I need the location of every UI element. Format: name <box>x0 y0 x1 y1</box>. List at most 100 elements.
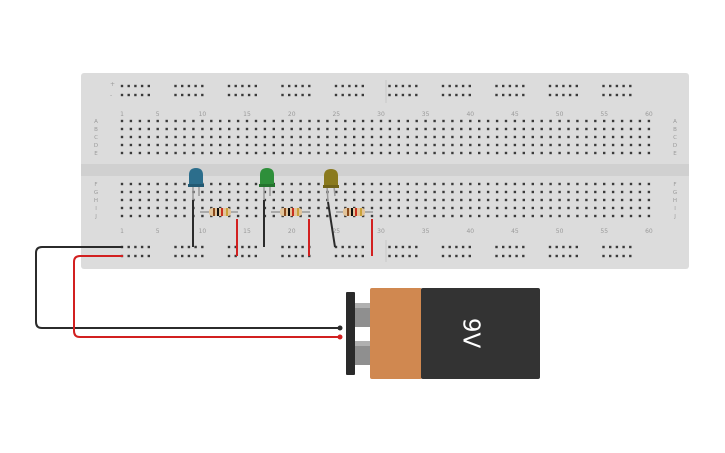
breadboard-hole[interactable] <box>361 143 365 147</box>
breadboard-hole[interactable] <box>181 93 184 97</box>
breadboard-hole[interactable] <box>234 245 237 249</box>
breadboard-hole[interactable] <box>192 151 195 155</box>
breadboard-hole[interactable] <box>236 198 240 202</box>
breadboard-hole[interactable] <box>388 245 391 249</box>
breadboard-hole[interactable] <box>620 151 624 155</box>
breadboard-hole[interactable] <box>326 206 329 210</box>
breadboard-hole[interactable] <box>424 214 427 218</box>
breadboard-hole[interactable] <box>522 182 525 186</box>
breadboard-hole[interactable] <box>620 182 624 186</box>
breadboard-hole[interactable] <box>575 254 578 258</box>
breadboard-hole[interactable] <box>395 93 398 97</box>
breadboard-hole[interactable] <box>236 127 240 131</box>
breadboard-hole[interactable] <box>210 119 213 123</box>
breadboard-hole[interactable] <box>183 135 186 139</box>
breadboard-hole[interactable] <box>469 151 472 155</box>
breadboard-hole[interactable] <box>408 245 411 249</box>
breadboard-hole[interactable] <box>335 214 338 218</box>
breadboard-hole[interactable] <box>254 198 258 202</box>
breadboard-hole[interactable] <box>460 214 463 218</box>
breadboard-hole[interactable] <box>341 84 344 88</box>
breadboard-hole[interactable] <box>478 151 481 155</box>
breadboard-hole[interactable] <box>181 254 184 258</box>
breadboard-hole[interactable] <box>147 93 150 97</box>
breadboard-hole[interactable] <box>187 93 191 97</box>
breadboard-hole[interactable] <box>228 198 231 202</box>
breadboard-hole[interactable] <box>469 119 472 123</box>
breadboard-hole[interactable] <box>361 119 365 123</box>
breadboard-hole[interactable] <box>263 190 267 194</box>
breadboard-hole[interactable] <box>495 127 499 131</box>
breadboard-hole[interactable] <box>455 84 458 88</box>
breadboard-hole[interactable] <box>594 206 597 210</box>
breadboard-hole[interactable] <box>138 206 142 210</box>
breadboard-hole[interactable] <box>210 190 213 194</box>
breadboard-hole[interactable] <box>594 127 597 131</box>
breadboard-hole[interactable] <box>272 127 275 131</box>
breadboard-hole[interactable] <box>165 151 168 155</box>
breadboard-hole[interactable] <box>406 135 409 139</box>
breadboard-hole[interactable] <box>361 182 365 186</box>
breadboard-hole[interactable] <box>174 190 177 194</box>
breadboard-hole[interactable] <box>522 135 525 139</box>
breadboard-hole[interactable] <box>576 135 579 139</box>
breadboard-hole[interactable] <box>455 245 458 249</box>
breadboard-hole[interactable] <box>156 214 159 218</box>
breadboard-hole[interactable] <box>290 135 293 139</box>
breadboard-hole[interactable] <box>344 143 347 147</box>
breadboard-hole[interactable] <box>513 143 517 147</box>
breadboard-hole[interactable] <box>210 151 213 155</box>
breadboard-hole[interactable] <box>478 206 481 210</box>
breadboard-hole[interactable] <box>567 143 570 147</box>
breadboard-hole[interactable] <box>408 254 411 258</box>
breadboard-hole[interactable] <box>594 151 597 155</box>
breadboard-hole[interactable] <box>415 245 418 249</box>
breadboard-hole[interactable] <box>567 182 570 186</box>
breadboard-hole[interactable] <box>415 135 418 139</box>
breadboard-hole[interactable] <box>585 214 588 218</box>
breadboard-hole[interactable] <box>395 254 398 258</box>
breadboard-hole[interactable] <box>611 214 615 218</box>
breadboard-hole[interactable] <box>326 119 329 123</box>
breadboard-hole[interactable] <box>486 198 490 202</box>
breadboard-hole[interactable] <box>353 119 356 123</box>
breadboard-hole[interactable] <box>468 254 471 258</box>
breadboard-hole[interactable] <box>348 254 351 258</box>
breadboard-hole[interactable] <box>183 190 186 194</box>
breadboard-hole[interactable] <box>294 245 298 249</box>
breadboard-hole[interactable] <box>165 206 168 210</box>
breadboard-hole[interactable] <box>629 127 633 131</box>
breadboard-hole[interactable] <box>147 206 150 210</box>
breadboard-hole[interactable] <box>245 206 249 210</box>
breadboard-hole[interactable] <box>194 93 197 97</box>
breadboard-hole[interactable] <box>140 245 144 249</box>
breadboard-hole[interactable] <box>181 84 184 88</box>
breadboard-hole[interactable] <box>353 135 356 139</box>
breadboard-hole[interactable] <box>562 93 565 97</box>
breadboard-hole[interactable] <box>281 182 284 186</box>
breadboard-hole[interactable] <box>549 143 552 147</box>
breadboard-hole[interactable] <box>379 143 383 147</box>
breadboard-hole[interactable] <box>388 190 392 194</box>
breadboard-hole[interactable] <box>156 198 159 202</box>
breadboard-hole[interactable] <box>301 245 304 249</box>
breadboard-hole[interactable] <box>183 198 186 202</box>
breadboard-hole[interactable] <box>478 119 481 123</box>
breadboard-hole[interactable] <box>585 135 588 139</box>
breadboard-hole[interactable] <box>620 190 624 194</box>
breadboard-hole[interactable] <box>379 127 383 131</box>
breadboard-hole[interactable] <box>513 190 517 194</box>
breadboard-hole[interactable] <box>301 254 304 258</box>
breadboard-hole[interactable] <box>638 198 642 202</box>
breadboard-hole[interactable] <box>301 93 304 97</box>
breadboard-hole[interactable] <box>335 151 338 155</box>
breadboard-hole[interactable] <box>317 119 320 123</box>
breadboard-hole[interactable] <box>594 119 597 123</box>
breadboard-hole[interactable] <box>120 93 124 97</box>
breadboard-hole[interactable] <box>460 151 463 155</box>
breadboard-hole[interactable] <box>174 151 177 155</box>
breadboard-hole[interactable] <box>183 182 186 186</box>
led-blue[interactable] <box>188 168 204 200</box>
breadboard-hole[interactable] <box>609 84 612 88</box>
breadboard-hole[interactable] <box>522 245 525 249</box>
